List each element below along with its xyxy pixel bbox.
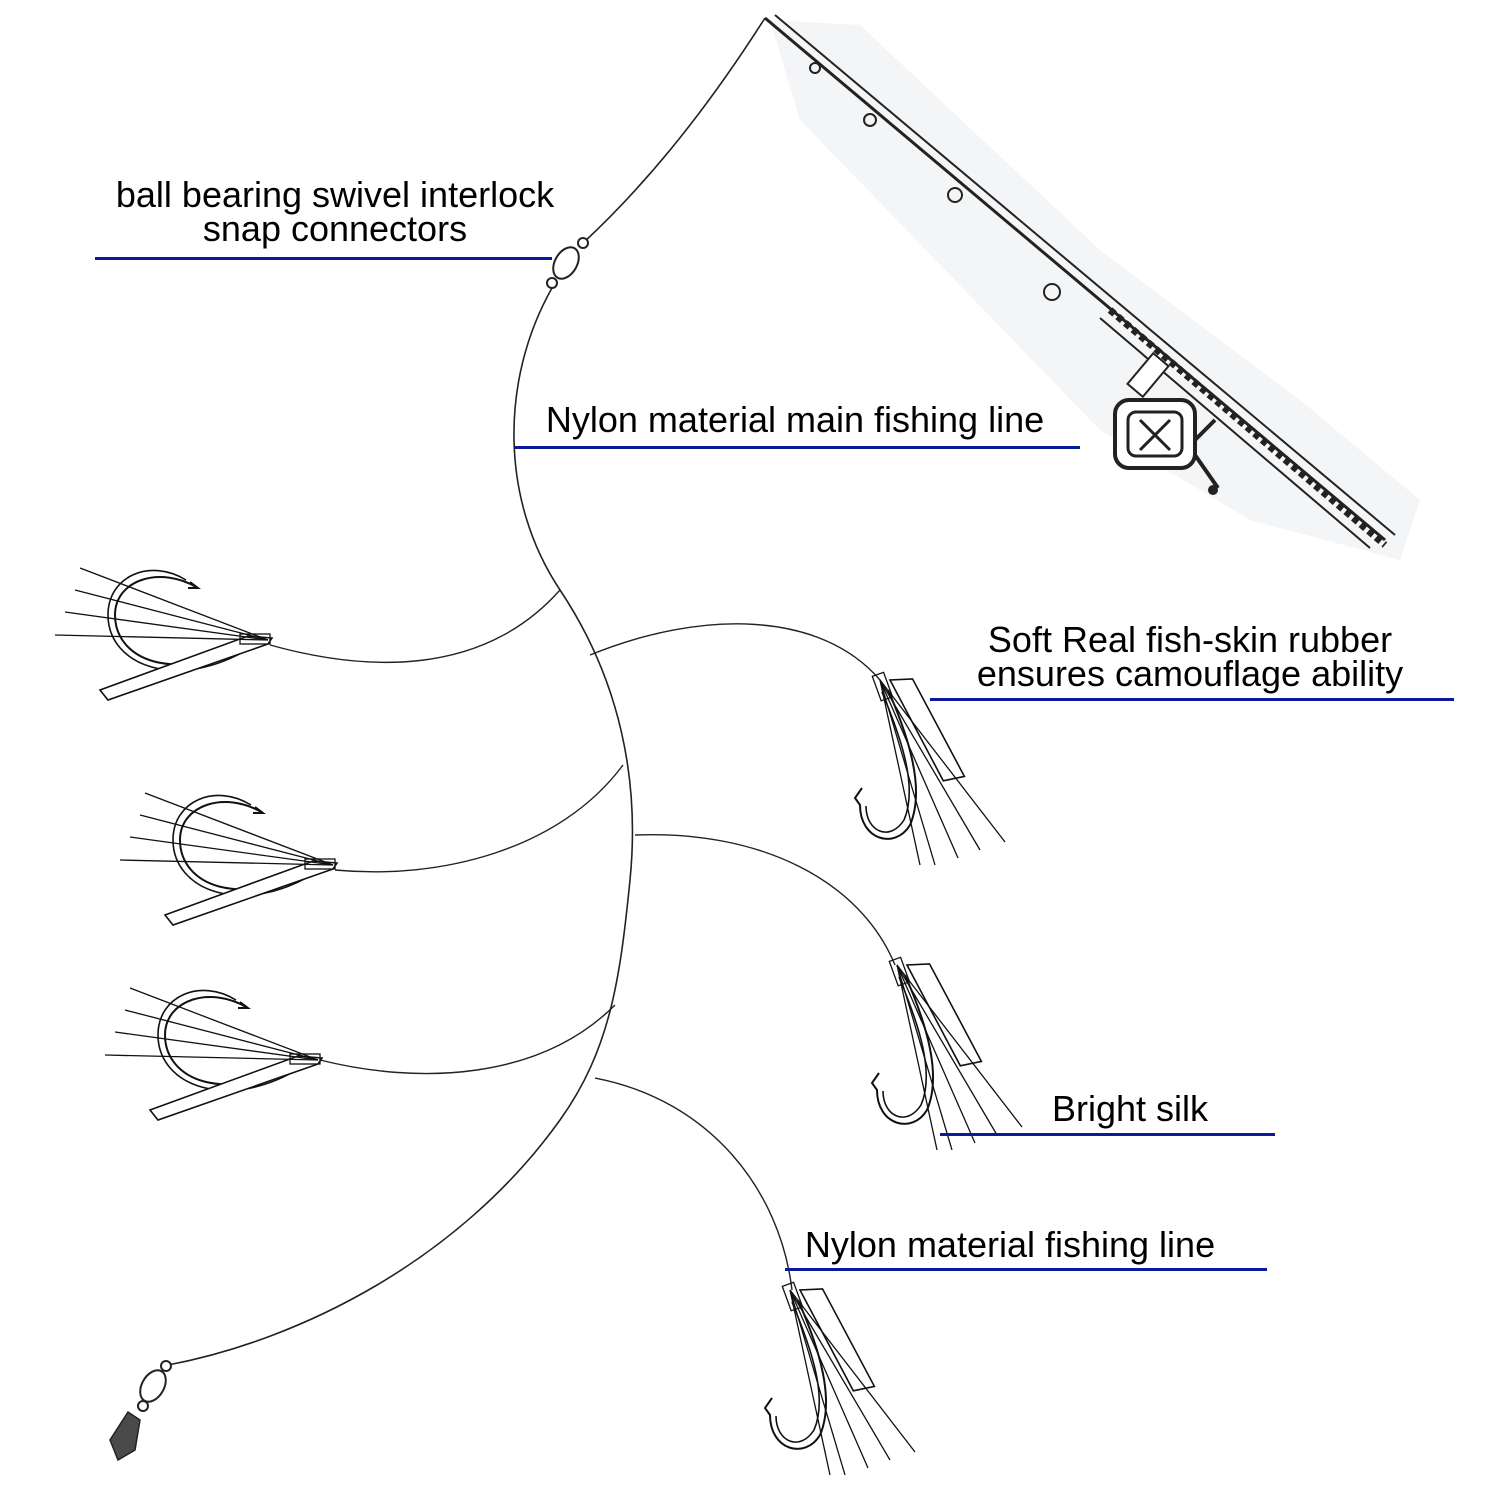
swivel-label-line1: ball bearing swivel interlock <box>115 174 555 215</box>
fish-skin-underline <box>930 698 1454 701</box>
rod-shadow <box>770 20 1420 560</box>
fishing-rod-icon <box>764 14 1396 549</box>
hook-icon <box>54 567 273 701</box>
swivel-label: ball bearing swivel interlock snap conne… <box>70 174 600 249</box>
fishing-line-label: Nylon material fishing line <box>804 1224 1216 1265</box>
sinker-icon <box>109 1360 172 1462</box>
silk-underline <box>940 1133 1275 1136</box>
silk-label: Bright silk <box>1051 1088 1209 1129</box>
hook-icon <box>104 987 323 1121</box>
hook-icon <box>854 671 1006 866</box>
reel-icon <box>1113 398 1220 495</box>
swivel-underline <box>95 257 552 260</box>
hook-icon <box>764 1281 916 1476</box>
fish-skin-label-line2: ensures camouflage ability <box>976 653 1404 694</box>
fish-skin-label-line1: Soft Real fish-skin rubber <box>987 619 1393 660</box>
branch-lines <box>269 589 896 1291</box>
fish-skin-label: Soft Real fish-skin rubber ensures camou… <box>930 619 1450 694</box>
main-line-underline <box>515 446 1080 449</box>
swivel-label-line2: snap connectors <box>202 208 468 249</box>
swivel-icon <box>546 237 589 289</box>
hook-icon <box>119 792 338 926</box>
fishing-line-underline <box>785 1268 1267 1271</box>
main-line-label: Nylon material main fishing line <box>545 399 1045 440</box>
main-line <box>167 287 634 1366</box>
main-line-top <box>582 17 766 244</box>
